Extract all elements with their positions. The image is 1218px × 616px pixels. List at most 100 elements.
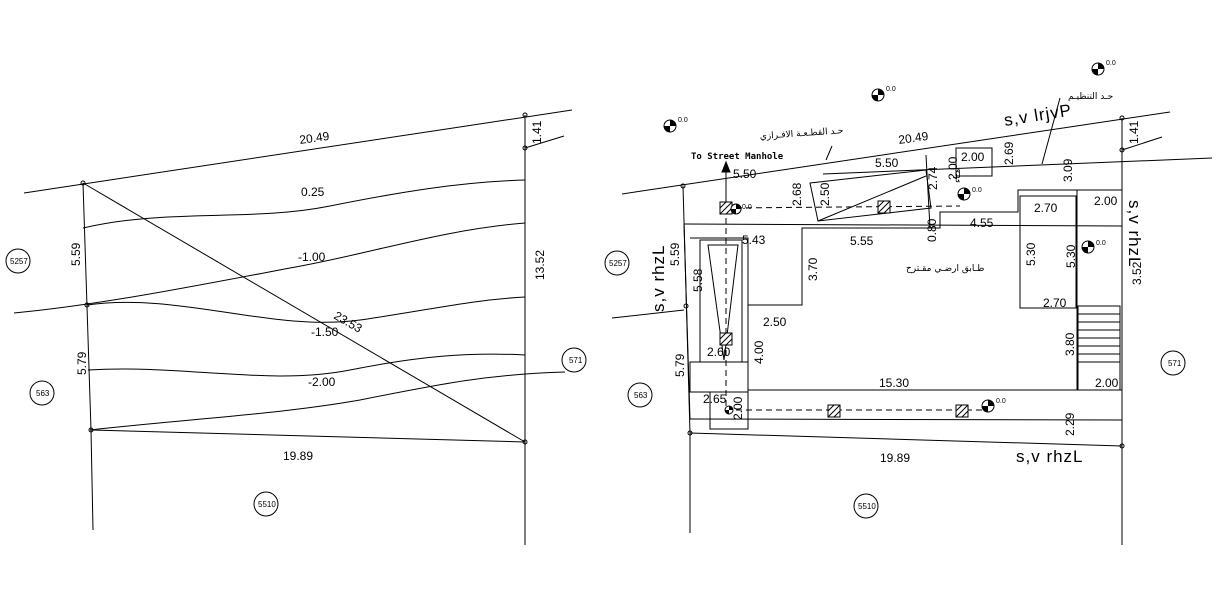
- level-marker-icon: [724, 405, 734, 415]
- survey-point: [84, 302, 90, 308]
- setback-line: [683, 223, 1123, 227]
- level-markers: 0.0 0.0 0.0 0.0 0.0 0.0 0.0: [663, 60, 1116, 415]
- neighbor-parcel-number: 571: [569, 356, 583, 365]
- neighbor-parcel-marker: [29, 380, 55, 406]
- dimension: 2.29: [1063, 412, 1077, 436]
- manhole-icon: [719, 332, 733, 346]
- left-site-plan: [5, 109, 587, 545]
- dimension: 5.50: [875, 156, 899, 170]
- neighbor-parcel-marker: [5, 248, 31, 274]
- organization-line: [822, 157, 1213, 175]
- left-upper-length-label: 5.59: [69, 242, 83, 266]
- contour-line: [82, 179, 526, 229]
- contour-line: [13, 222, 526, 314]
- dimension: 2.70: [1034, 201, 1058, 215]
- dimension: 2.74: [926, 166, 940, 190]
- survey-point: [683, 303, 689, 309]
- level-value: 0.0: [996, 398, 1006, 405]
- dimension: 2.50: [818, 182, 832, 206]
- dimension: 4.55: [970, 216, 994, 230]
- dimension: 2.68: [790, 182, 804, 206]
- dimension: 5.43: [742, 233, 766, 247]
- stair-block: [809, 169, 932, 222]
- manhole-icon: [877, 200, 891, 214]
- plot-top-boundary: [621, 111, 1171, 195]
- dimension: 5.30: [1024, 242, 1038, 266]
- street-name-top: s,v lrjvP: [1003, 100, 1074, 129]
- neighbor-parcel-number: 5257: [10, 257, 28, 266]
- level-marker-icon: 0.0: [1091, 60, 1116, 76]
- neighbor-parcel-number: 563: [634, 391, 648, 400]
- dimension: 4.00: [752, 340, 766, 364]
- dimension: 3.09: [1061, 158, 1075, 182]
- setback-line: [689, 418, 1123, 421]
- left-plot-left-extension: [90, 429, 94, 531]
- dimension: 5.30: [1064, 244, 1078, 268]
- dimension: 5.50: [733, 167, 757, 181]
- manhole-icon: [719, 201, 733, 215]
- manhole-icon: [955, 404, 969, 418]
- dimension: 2.00: [731, 396, 745, 420]
- manhole-label: To Street Manhole: [691, 152, 784, 162]
- dimension: 2.00: [946, 156, 960, 180]
- ground-floor-label: طـابق ارضـي مقـترح: [906, 264, 984, 274]
- survey-point: [1119, 115, 1125, 121]
- survey-point: [1119, 443, 1125, 449]
- contour-level-label: -1.00: [298, 250, 326, 264]
- level-marker-icon: 0.0: [730, 203, 752, 215]
- survey-point: [88, 427, 94, 433]
- contour-line: [87, 353, 526, 377]
- left-plot-bottom-edge: [90, 429, 526, 443]
- neighbor-parcel-marker: [253, 491, 279, 517]
- level-value: 0.0: [886, 86, 896, 93]
- water-label: مـاء: [953, 168, 963, 183]
- room-wall: [925, 154, 931, 229]
- leader-line: [1041, 97, 1061, 165]
- bottom-length-label: 19.89: [283, 449, 313, 463]
- neighbor-parcel-number: 5510: [858, 502, 876, 511]
- left-lower-length-label: 5.79: [673, 353, 687, 377]
- dimension: 5.58: [691, 268, 705, 292]
- left-plan-labels: 20.49 19.89 23.53 5.59 5.79 1.41 13.52 0…: [10, 120, 583, 509]
- left-top-boundary: [23, 109, 573, 194]
- left-plot-diagonal: [82, 182, 526, 443]
- neighbor-parcel-marker: [853, 493, 879, 519]
- survey-point: [680, 183, 686, 189]
- dimension: 15.30: [879, 376, 909, 390]
- contour-line: [89, 371, 566, 431]
- street-name-bottom: s,v rhzL: [1016, 447, 1084, 466]
- contour-level-label: 0.25: [301, 185, 325, 199]
- room: [955, 147, 993, 177]
- contour-level-label: -2.00: [308, 375, 336, 389]
- level-value: 0.0: [1096, 240, 1106, 247]
- bottom-length-label: 19.89: [880, 451, 910, 465]
- dimension: 3.70: [806, 257, 820, 281]
- drainage-line: [725, 205, 961, 209]
- right-top-length-label: 1.41: [1127, 120, 1141, 144]
- manhole-icon: [827, 404, 841, 418]
- manhole-arrowhead: [721, 160, 731, 173]
- dimension: 2.00: [1095, 376, 1119, 390]
- dimension: 2.65: [703, 392, 727, 406]
- level-value: 0.0: [1106, 60, 1116, 67]
- left-second-line: [524, 135, 565, 149]
- plot-bottom-boundary: [689, 432, 1123, 447]
- dimension: 2.00: [961, 150, 985, 164]
- survey-point: [80, 180, 86, 186]
- setback-line: [683, 223, 691, 420]
- neighbor-parcel-number: 571: [1168, 359, 1182, 368]
- leader-line: [825, 145, 833, 161]
- level-value: 0.0: [678, 117, 688, 124]
- organization-boundary-label: حـد التنظيـم: [1068, 92, 1113, 102]
- survey-point: [687, 430, 693, 436]
- contour-line: [86, 296, 526, 323]
- level-marker-icon: 0.0: [1081, 240, 1106, 254]
- right-second-line: [1121, 136, 1163, 151]
- level-marker-icon: 0.0: [957, 187, 982, 201]
- neighbor-parcel-marker: [1160, 350, 1186, 376]
- room-diagonal: [817, 175, 927, 222]
- survey-point: [1119, 147, 1125, 153]
- neighbor-parcel-number: 5257: [609, 259, 627, 268]
- neighbor-parcel-number: 5510: [258, 500, 276, 509]
